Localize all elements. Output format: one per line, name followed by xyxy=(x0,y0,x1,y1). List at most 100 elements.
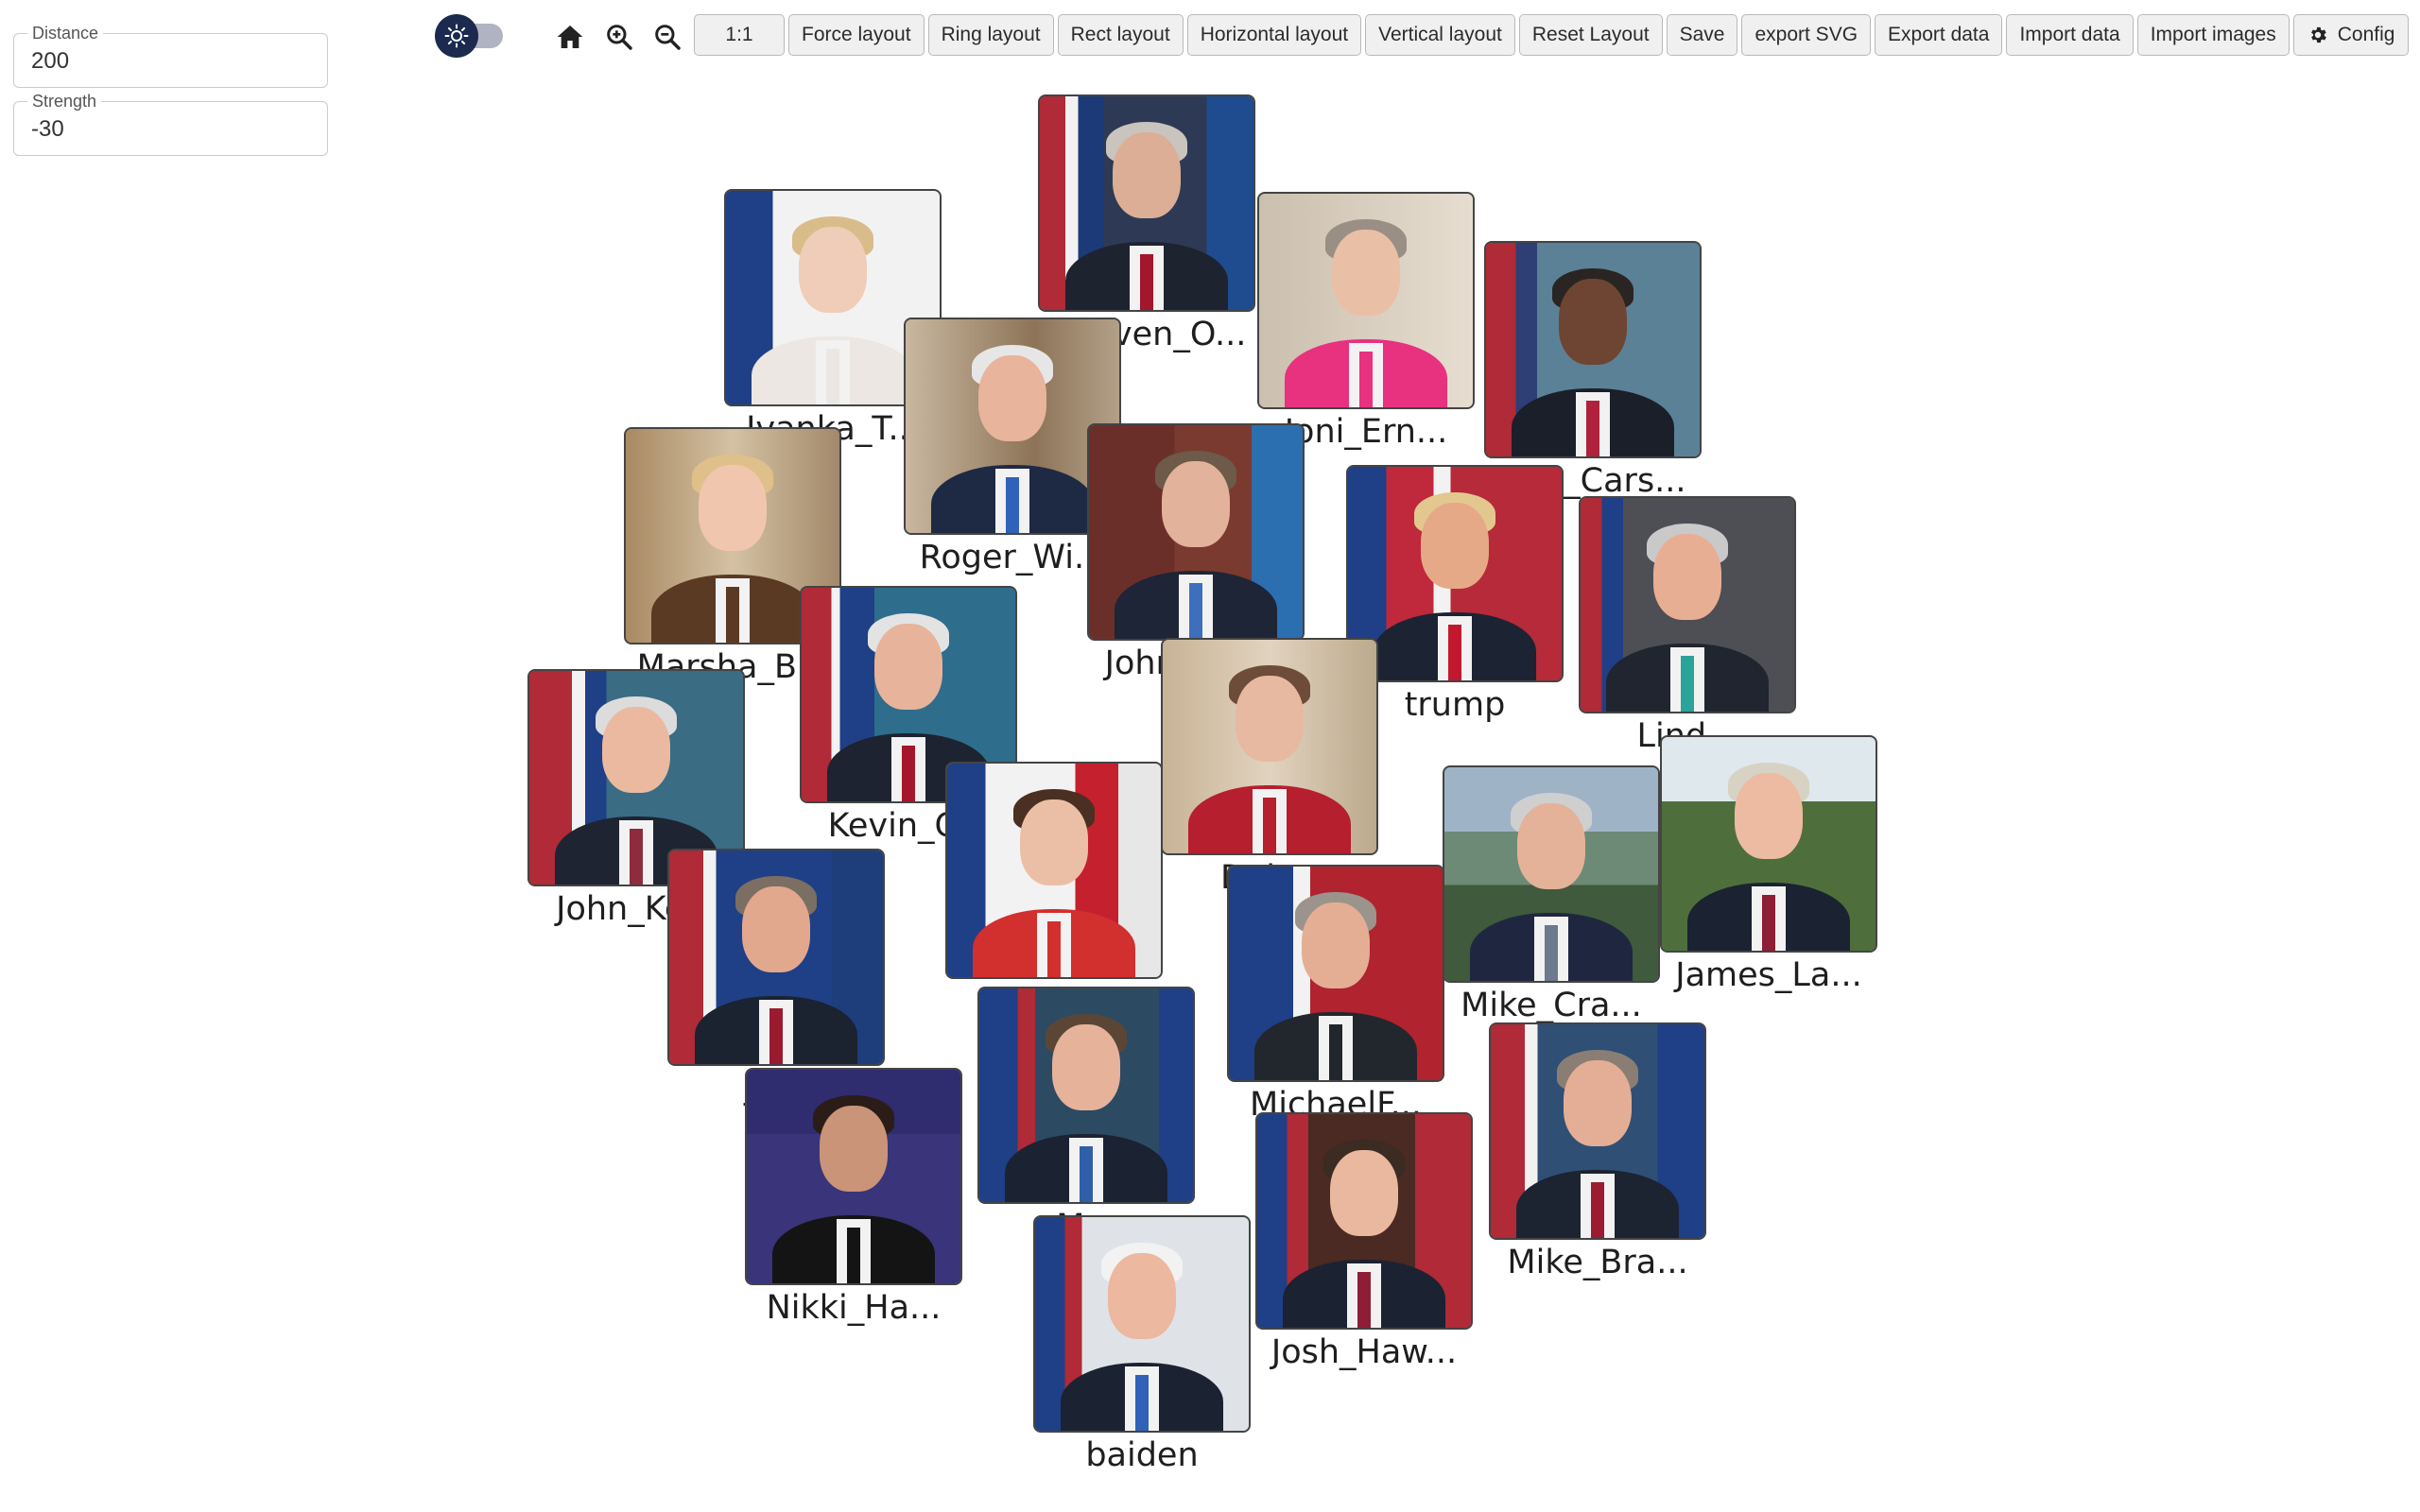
node-photo[interactable] xyxy=(667,849,885,1066)
graph-node-crapo[interactable]: Mike_Cra... xyxy=(1443,765,1660,1026)
photo-tie xyxy=(726,587,739,643)
graph-node-thune[interactable]: John_Thu... xyxy=(1087,423,1305,684)
export-data-button[interactable]: Export data xyxy=(1875,14,2003,56)
node-photo[interactable] xyxy=(1660,735,1877,953)
rect-layout-button[interactable]: Rect layout xyxy=(1057,14,1184,56)
photo-tie xyxy=(1357,1272,1371,1328)
photo-face xyxy=(698,465,768,551)
graph-node-braun[interactable]: Mike_Bra... xyxy=(1489,1022,1706,1283)
photo-tie xyxy=(1006,477,1019,533)
graph-node-roger[interactable]: Roger_Wi... xyxy=(904,318,1121,578)
graph-node-marsha[interactable]: Marsha_B... xyxy=(624,427,841,688)
theme-toggle[interactable] xyxy=(435,14,505,58)
node-label: Josh_Haw... xyxy=(1270,1333,1458,1371)
graph-node-haley[interactable]: Nikki_Ha... xyxy=(745,1068,962,1329)
photo-tie xyxy=(1681,656,1694,712)
photo-face xyxy=(798,227,868,313)
graph-node-deb[interactable]: Deb... xyxy=(1161,638,1378,899)
photo-tie xyxy=(1359,352,1373,407)
graph-node-trump[interactable]: trump xyxy=(1346,465,1564,726)
strength-input[interactable] xyxy=(31,115,296,144)
distance-field[interactable]: Distance xyxy=(13,24,328,88)
graph-node-flynn[interactable]: MichaelF... xyxy=(1227,865,1444,1125)
photo-tie xyxy=(847,1228,860,1283)
photo-face xyxy=(1734,773,1804,859)
node-photo[interactable] xyxy=(1484,241,1702,458)
node-label: James_La... xyxy=(1675,956,1862,994)
photo-tie xyxy=(1263,798,1276,853)
node-photo[interactable] xyxy=(977,987,1195,1204)
node-photo[interactable] xyxy=(1161,638,1378,855)
photo-tie xyxy=(1189,583,1202,639)
node-photo[interactable] xyxy=(1346,465,1564,682)
import-images-button[interactable]: Import images xyxy=(2136,14,2290,56)
node-photo[interactable] xyxy=(1255,1112,1473,1330)
distance-input[interactable] xyxy=(31,47,296,76)
config-button[interactable]: Config xyxy=(2292,14,2410,56)
graph-node-hawley[interactable]: Josh_Haw... xyxy=(1255,1112,1473,1373)
import-data-button[interactable]: Import data xyxy=(2006,14,2134,56)
node-photo[interactable] xyxy=(904,318,1121,535)
graph-node-risch[interactable]: Ja... xyxy=(667,849,885,1109)
photo-face xyxy=(977,355,1047,441)
photo-tie xyxy=(1545,925,1558,981)
zoom-in-button[interactable] xyxy=(599,17,639,57)
graph-node-lindsey[interactable]: Lind... xyxy=(1579,496,1796,757)
theme-toggle-knob[interactable] xyxy=(435,14,478,58)
node-label: Mike_Bra... xyxy=(1507,1244,1688,1281)
photo-tie xyxy=(1586,401,1599,456)
node-photo[interactable] xyxy=(1257,192,1475,409)
zoom-in-icon xyxy=(607,25,632,50)
node-label: Roger_Wi... xyxy=(919,539,1106,576)
photo-tie xyxy=(826,349,839,404)
strength-field[interactable]: Strength xyxy=(13,92,328,156)
photo-face xyxy=(1107,1253,1177,1339)
photo-face xyxy=(1235,676,1305,762)
graph-node-lankford[interactable]: James_La... xyxy=(1660,735,1877,996)
graph-node-lee[interactable]: M... xyxy=(977,987,1195,1247)
node-label: Nikki_Ha... xyxy=(766,1289,942,1327)
save-button[interactable]: Save xyxy=(1666,14,1738,56)
photo-face xyxy=(1563,1060,1633,1146)
ratio-button[interactable]: 1:1 xyxy=(694,14,785,56)
home-button[interactable] xyxy=(550,17,590,57)
node-photo[interactable] xyxy=(745,1068,962,1285)
node-photo[interactable] xyxy=(1579,496,1796,713)
graph-node-carson[interactable]: Ben_Cars... xyxy=(1484,241,1702,502)
photo-face xyxy=(819,1106,889,1192)
node-photo[interactable] xyxy=(1087,423,1305,641)
graph-node-joni[interactable]: Joni_Ern... xyxy=(1257,192,1475,453)
graph-node-britt[interactable]: Katie_B... xyxy=(945,762,1163,1022)
photo-face xyxy=(1019,799,1089,885)
node-label: Joni_Ern... xyxy=(1284,413,1448,451)
ring-layout-button[interactable]: Ring layout xyxy=(927,14,1054,56)
home-icon xyxy=(557,26,583,48)
vertical-layout-button[interactable]: Vertical layout xyxy=(1365,14,1515,56)
graph-node-biden[interactable]: baiden xyxy=(1033,1215,1251,1476)
force-layout-button[interactable]: Force layout xyxy=(788,14,925,56)
node-photo[interactable] xyxy=(624,427,841,644)
photo-face xyxy=(1652,534,1722,620)
node-photo[interactable] xyxy=(1038,94,1255,312)
gear-icon xyxy=(2310,26,2326,43)
node-photo[interactable] xyxy=(1489,1022,1706,1240)
photo-face xyxy=(1331,230,1401,316)
export-svg-button[interactable]: export SVG xyxy=(1741,14,1872,56)
sun-icon xyxy=(444,24,469,48)
photo-face xyxy=(1161,461,1231,547)
reset-layout-button[interactable]: Reset Layout xyxy=(1518,14,1663,56)
node-photo[interactable] xyxy=(945,762,1163,979)
node-photo[interactable] xyxy=(1033,1215,1251,1433)
photo-tie xyxy=(1448,625,1461,680)
node-photo[interactable] xyxy=(1443,765,1660,983)
graph-canvas[interactable]: Hoeven_O...Ivanka_T...Joni_Ern...Ben_Car… xyxy=(0,76,2420,1512)
photo-tie xyxy=(1135,1375,1149,1431)
graph-node-hoeven[interactable]: Hoeven_O... xyxy=(1038,94,1255,355)
zoom-out-button[interactable] xyxy=(648,17,687,57)
horizontal-layout-button[interactable]: Horizontal layout xyxy=(1186,14,1362,56)
photo-tie xyxy=(769,1008,783,1064)
photo-tie xyxy=(1591,1182,1604,1238)
photo-face xyxy=(1420,503,1490,589)
node-photo[interactable] xyxy=(1227,865,1444,1082)
distance-label: Distance xyxy=(27,24,104,43)
